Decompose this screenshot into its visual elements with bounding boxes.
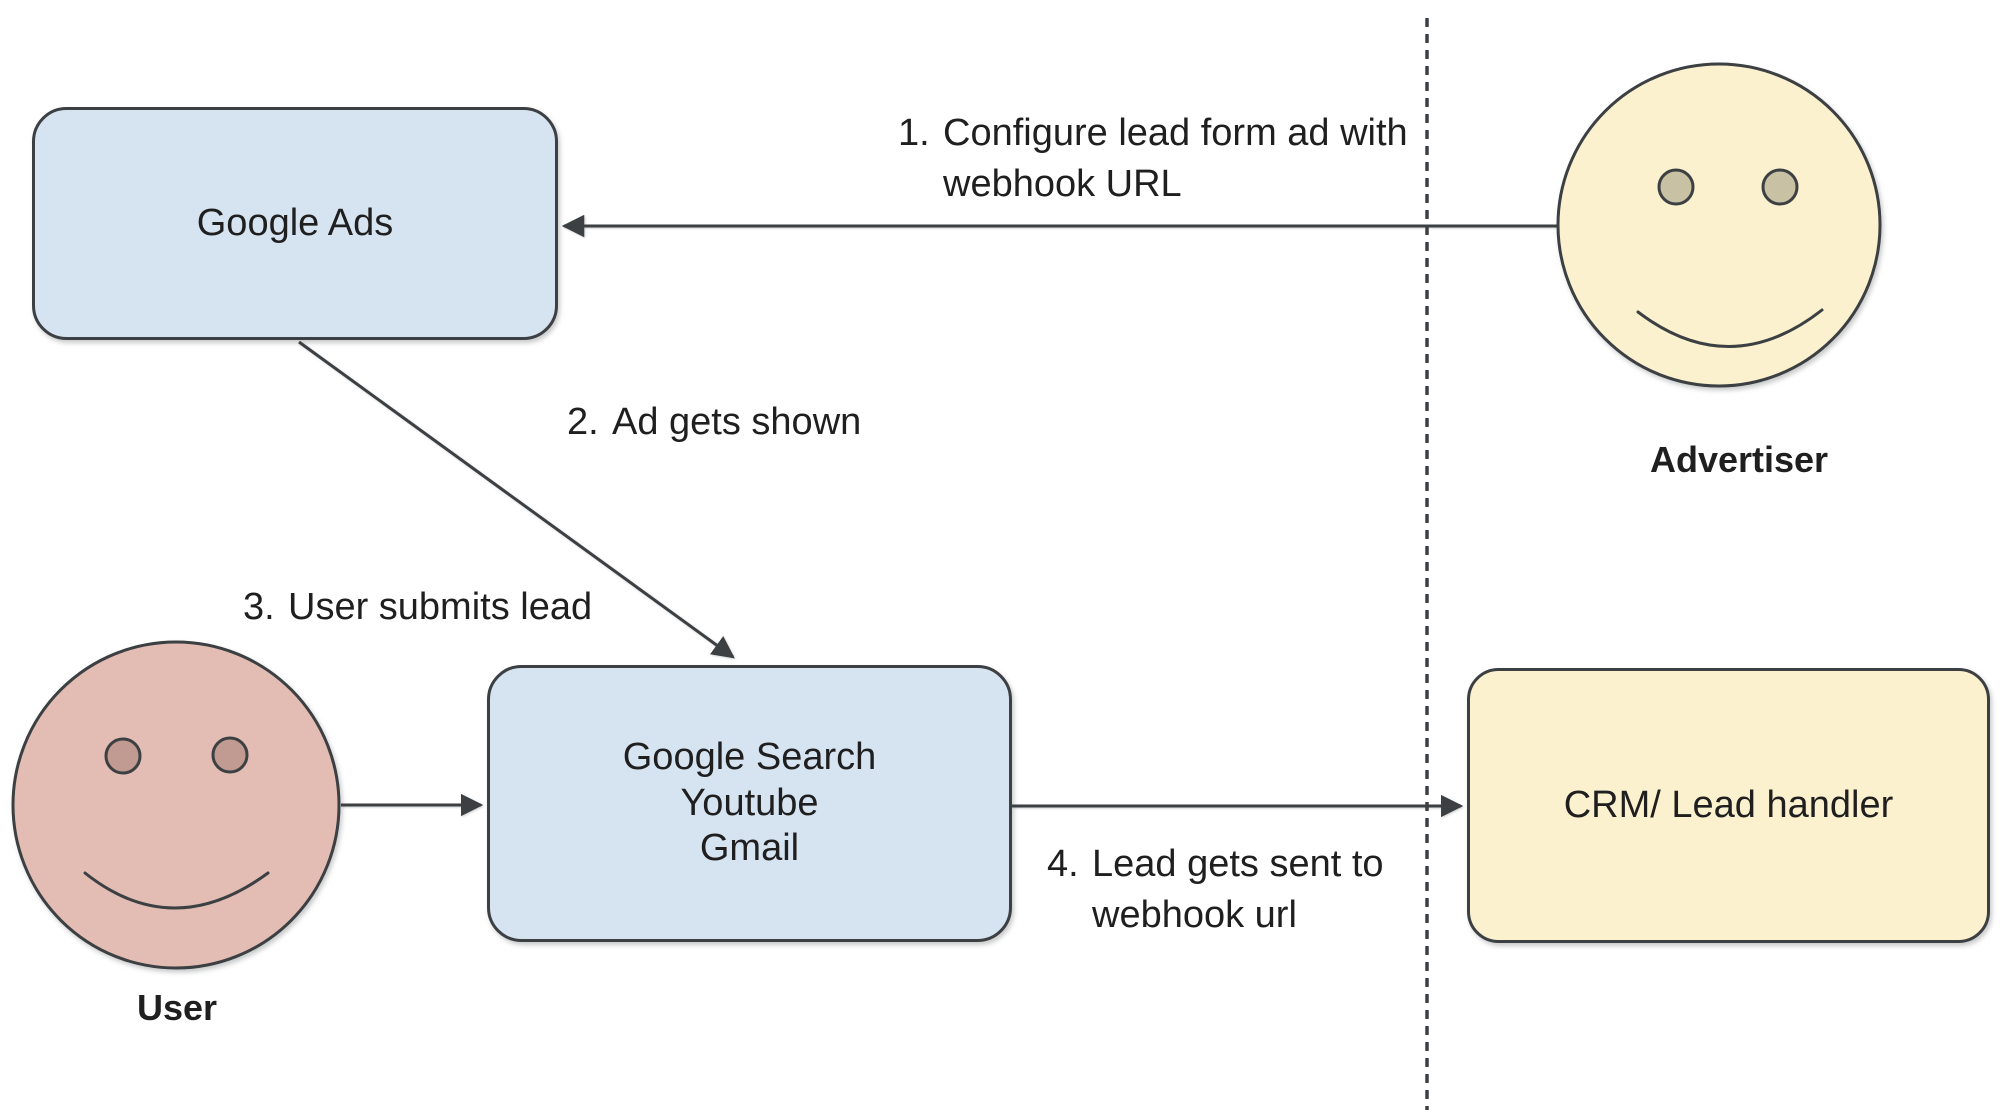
advertiser-smile: [1636, 308, 1824, 348]
google-ads-node: [32, 107, 558, 340]
step-1-label: 1. Configure lead form ad with webhook U…: [898, 108, 1408, 209]
step-2-number: 2.: [567, 401, 599, 443]
platforms-node: [487, 665, 1012, 942]
advertiser-eye-right: [1761, 168, 1799, 206]
user-face: [11, 640, 341, 970]
step-1-text: Configure lead form ad with webhook URL: [943, 112, 1408, 205]
user-eye-right: [211, 736, 249, 774]
step-2-text: Ad gets shown: [612, 401, 862, 443]
advertiser-label: Advertiser: [1649, 439, 1829, 480]
user-label: User: [136, 987, 218, 1028]
step-4-label: 4. Lead gets sent to webhook url: [1047, 839, 1384, 940]
advertiser-eye-left: [1657, 168, 1695, 206]
user-face-icon: [11, 640, 341, 970]
advertiser-face-icon: [1556, 62, 1882, 388]
step-3-text: User submits lead: [288, 586, 593, 628]
step-2-label: 2. Ad gets shown: [567, 397, 861, 448]
advertiser-face: [1556, 62, 1882, 388]
arrow-2-ad-gets-shown: [298, 340, 735, 659]
user-eye-left: [104, 737, 142, 775]
google-ads-label: Google Ads: [196, 201, 394, 244]
step-4-number: 4.: [1047, 843, 1079, 885]
platforms-label: Google Search Youtube Gmail: [622, 736, 877, 870]
crm-label: CRM/ Lead handler: [1563, 783, 1894, 826]
user-smile: [83, 871, 270, 910]
step-4-text: Lead gets sent to webhook url: [1092, 843, 1384, 936]
step-3-label: 3. User submits lead: [243, 582, 592, 633]
step-3-number: 3.: [243, 586, 275, 628]
crm-node: [1467, 668, 1990, 943]
step-1-number: 1.: [898, 112, 930, 154]
